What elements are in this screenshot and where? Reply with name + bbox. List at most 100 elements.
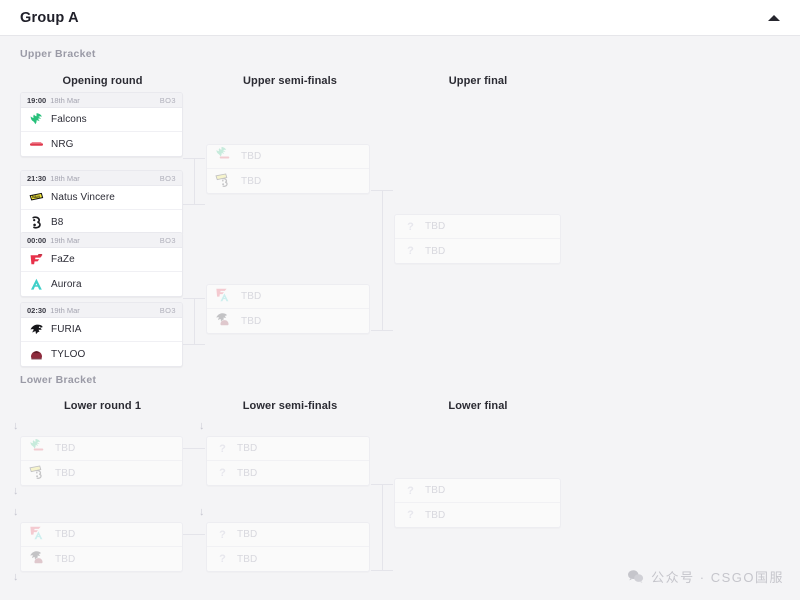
team-row[interactable]: ? TBD	[207, 547, 369, 571]
match-card[interactable]: 00:00 19th Mar BO3 FaZe Aurora	[20, 232, 183, 297]
connector	[183, 448, 205, 449]
team-row[interactable]: TBD	[21, 461, 182, 485]
b8-logo	[29, 215, 44, 230]
match-card[interactable]: TBD TBD	[206, 144, 370, 194]
connector	[194, 298, 195, 344]
team-row[interactable]: TYLOO	[21, 342, 182, 366]
team-name: Falcons	[51, 114, 87, 125]
falcons-logo	[29, 112, 44, 127]
tyloo-logo	[29, 347, 44, 362]
team-row[interactable]: ? TBD	[395, 239, 560, 263]
team-row[interactable]: ? TBD	[207, 437, 369, 461]
match-card[interactable]: ? TBD ? TBD	[394, 478, 561, 528]
match-header: 21:30 18th Mar BO3	[21, 171, 182, 186]
connector	[183, 204, 205, 205]
furia-tyloo-stack-logo	[215, 312, 234, 331]
navi-logo: NAVI	[29, 190, 44, 205]
team-name: Natus Vincere	[51, 192, 115, 203]
faze-logo	[29, 252, 44, 267]
question-icon: ?	[219, 467, 226, 479]
match-card[interactable]: 19:00 18th Mar BO3 Falcons NRG	[20, 92, 183, 157]
question-icon: ?	[407, 509, 414, 521]
team-row[interactable]: TBD	[207, 145, 369, 169]
collapse-toggle[interactable]	[764, 9, 784, 27]
team-name: NRG	[51, 138, 74, 150]
round-label-upper-final: Upper final	[448, 75, 508, 87]
navi-b8-stack-logo	[215, 172, 234, 191]
match-card[interactable]: 21:30 18th Mar BO3 NAVI Natus Vincere B8	[20, 170, 183, 235]
match-card[interactable]: TBD TBD	[206, 284, 370, 334]
connector	[194, 158, 195, 204]
team-name: TBD	[425, 509, 446, 521]
faze-aurora-stack-logo	[215, 287, 234, 306]
team-name: TBD	[55, 443, 76, 454]
team-name: TBD	[425, 221, 446, 232]
wechat-icon	[627, 569, 644, 584]
round-label-lower-final: Lower final	[448, 400, 508, 412]
team-row[interactable]: FaZe	[21, 248, 182, 272]
team-row[interactable]: FURIA	[21, 318, 182, 342]
team-name: TBD	[241, 291, 262, 302]
match-card[interactable]: 02:30 19th Mar BO3 FURIA TYLOO	[20, 302, 183, 367]
question-icon: ?	[219, 442, 226, 455]
team-row[interactable]: NRG	[21, 132, 182, 156]
match-time: 02:30	[27, 305, 47, 315]
question-icon: ?	[407, 245, 414, 257]
match-date: 19th Mar	[50, 305, 80, 315]
team-name: TBD	[55, 467, 76, 479]
bracket-area: Upper Bracket Opening round Upper semi-f…	[0, 36, 800, 600]
drop-arrow-icon: ↓	[13, 420, 19, 432]
round-label-opening: Opening round	[62, 75, 143, 87]
match-card[interactable]: ? TBD ? TBD	[206, 522, 370, 572]
question-icon: ?	[219, 528, 226, 541]
team-name: TBD	[425, 245, 446, 257]
team-row[interactable]: TBD	[21, 437, 182, 461]
team-row[interactable]: TBD	[207, 285, 369, 309]
match-format: BO3	[159, 305, 176, 315]
team-row[interactable]: TBD	[21, 523, 182, 547]
connector	[371, 330, 393, 331]
match-date: 18th Mar	[50, 95, 80, 105]
team-row[interactable]: TBD	[207, 169, 369, 193]
drop-arrow-icon: ↓	[13, 485, 19, 497]
team-row[interactable]: ? TBD	[207, 523, 369, 547]
team-row[interactable]: ? TBD	[395, 503, 560, 527]
match-card[interactable]: ? TBD ? TBD	[206, 436, 370, 486]
match-card[interactable]: TBD TBD	[20, 522, 183, 572]
team-row[interactable]: TBD	[207, 309, 369, 333]
match-format: BO3	[159, 235, 176, 245]
team-row[interactable]: ? TBD	[207, 461, 369, 485]
falcons-nrg-stack-logo	[215, 147, 234, 166]
team-row[interactable]: NAVI Natus Vincere	[21, 186, 182, 210]
team-name: TBD	[241, 175, 262, 187]
aurora-logo	[29, 277, 44, 292]
team-name: TYLOO	[51, 348, 86, 360]
match-card[interactable]: ? TBD ? TBD	[394, 214, 561, 264]
watermark-text: 公众号 · CSGO国服	[651, 570, 784, 585]
team-row[interactable]: Falcons	[21, 108, 182, 132]
team-row[interactable]: ? TBD	[395, 479, 560, 503]
match-card[interactable]: TBD TBD	[20, 436, 183, 486]
match-time: 19:00	[27, 95, 47, 105]
team-row[interactable]: B8	[21, 210, 182, 234]
group-header: Group A	[0, 0, 800, 36]
connector	[371, 570, 393, 571]
team-row[interactable]: Aurora	[21, 272, 182, 296]
team-name: TBD	[237, 529, 258, 540]
svg-text:NAVI: NAVI	[32, 195, 40, 199]
team-name: B8	[51, 216, 64, 228]
lower-bracket-label: Lower Bracket	[20, 374, 97, 386]
team-name: TBD	[237, 443, 258, 454]
team-name: TBD	[241, 151, 262, 162]
team-name: FURIA	[51, 324, 82, 335]
match-date: 18th Mar	[50, 173, 80, 183]
team-name: TBD	[237, 467, 258, 479]
question-icon: ?	[407, 484, 414, 497]
drop-arrow-icon: ↓	[13, 571, 19, 583]
question-icon: ?	[407, 220, 414, 233]
team-row[interactable]: ? TBD	[395, 215, 560, 239]
match-time: 00:00	[27, 235, 47, 245]
match-format: BO3	[159, 95, 176, 105]
team-row[interactable]: TBD	[21, 547, 182, 571]
